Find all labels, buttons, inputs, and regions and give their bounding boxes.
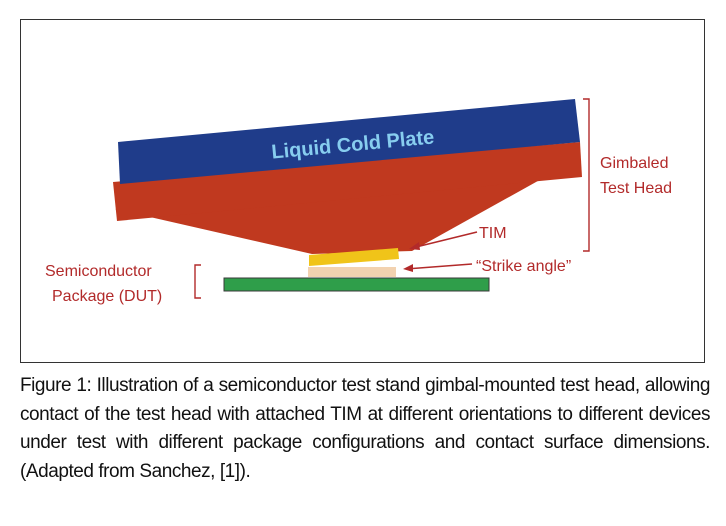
test-head-plate: [113, 142, 582, 221]
strike-angle-arrow: [405, 263, 473, 270]
test-head-cone: [115, 177, 545, 254]
liquid-cold-plate: [118, 99, 580, 184]
strike-angle-label: “Strike angle”: [476, 258, 571, 275]
test-board: [223, 277, 490, 292]
gimbaled-label-line1: Gimbaled: [600, 155, 668, 172]
test-head-diagram: Liquid Cold Plate Gimbaled Test Head TIM…: [45, 98, 672, 305]
tim-arrowhead: [409, 242, 420, 250]
gimbaled-label-line2: Test Head: [600, 180, 672, 197]
tim-layer: [309, 248, 399, 266]
gimbaled-bracket: [583, 98, 590, 252]
tim-arrow: [411, 231, 478, 249]
strike-angle-arrowhead: [403, 264, 413, 272]
dut-label-line1: Semiconductor: [45, 263, 152, 280]
dut-package: [308, 267, 396, 277]
dut-label-line2: Package (DUT): [52, 288, 162, 305]
figure-caption: Figure 1: Illustration of a semiconducto…: [20, 375, 710, 482]
tim-label: TIM: [479, 225, 507, 242]
dut-bracket: [194, 264, 201, 299]
